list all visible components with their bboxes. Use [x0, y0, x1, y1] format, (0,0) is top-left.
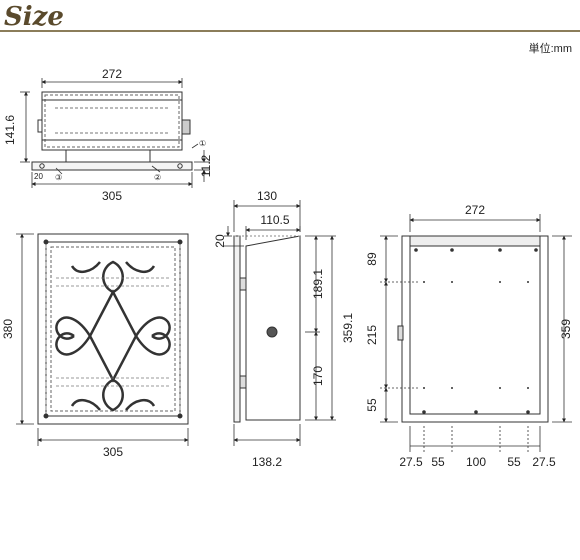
front-height-label: 380 [1, 319, 15, 339]
side-upper-height-label: 189.1 [311, 269, 325, 299]
back-bottom-dim-5: 27.5 [532, 455, 556, 469]
callout-1: ① [199, 139, 206, 148]
base-height-label: 11.2 [199, 154, 213, 177]
side-top-depth-label: 130 [257, 189, 277, 203]
base-width-label: 305 [102, 189, 122, 203]
front-view-drawing [37, 233, 189, 425]
base-plate [31, 161, 193, 171]
side-view-drawing [233, 235, 301, 423]
callout-2: ② [154, 173, 161, 182]
back-left-dim-bottom: 55 [365, 398, 379, 412]
top-view-drawing [31, 91, 193, 171]
front-plate [37, 233, 189, 425]
back-height-label: 359 [559, 319, 573, 339]
back-screw-holes [414, 248, 538, 414]
top-view-box [41, 91, 183, 151]
top-height-label: 141.6 [3, 115, 17, 145]
top-view-dimensions [20, 78, 210, 188]
title-underline [0, 30, 580, 32]
small-dim-label: 20 [34, 172, 43, 181]
back-plate [401, 235, 549, 423]
side-inner-depth-label: 110.5 [260, 213, 289, 227]
back-bottom-dim-3: 100 [466, 455, 486, 469]
side-total-height-label: 359.1 [341, 313, 355, 343]
back-left-dim-middle: 215 [365, 325, 379, 345]
back-left-dim-top: 89 [365, 252, 379, 266]
back-bottom-dim-1: 27.5 [399, 455, 423, 469]
side-bottom-depth-label: 138.2 [252, 455, 282, 469]
back-bottom-dim-2: 55 [431, 455, 445, 469]
front-view-dimensions [16, 233, 189, 446]
back-width-label: 272 [465, 203, 485, 217]
front-width-label: 305 [103, 445, 123, 459]
page-title: Size [4, 2, 64, 32]
back-bottom-dim-4: 55 [507, 455, 521, 469]
back-view-dimensions [380, 214, 572, 452]
header: Size [0, 0, 580, 40]
side-lower-height-label: 170 [311, 366, 325, 386]
top-width-label: 272 [102, 67, 122, 81]
side-back-plate [233, 235, 241, 423]
back-view-drawing [397, 235, 549, 423]
unit-label: 単位:mm [528, 43, 572, 55]
side-top-offset-label: 20 [213, 234, 227, 248]
scroll-ornament [55, 260, 171, 412]
side-view-dimensions [224, 200, 336, 446]
callout-3: ③ [55, 173, 62, 182]
key-lock-icon [266, 326, 278, 338]
key-lock-icon [181, 119, 191, 135]
